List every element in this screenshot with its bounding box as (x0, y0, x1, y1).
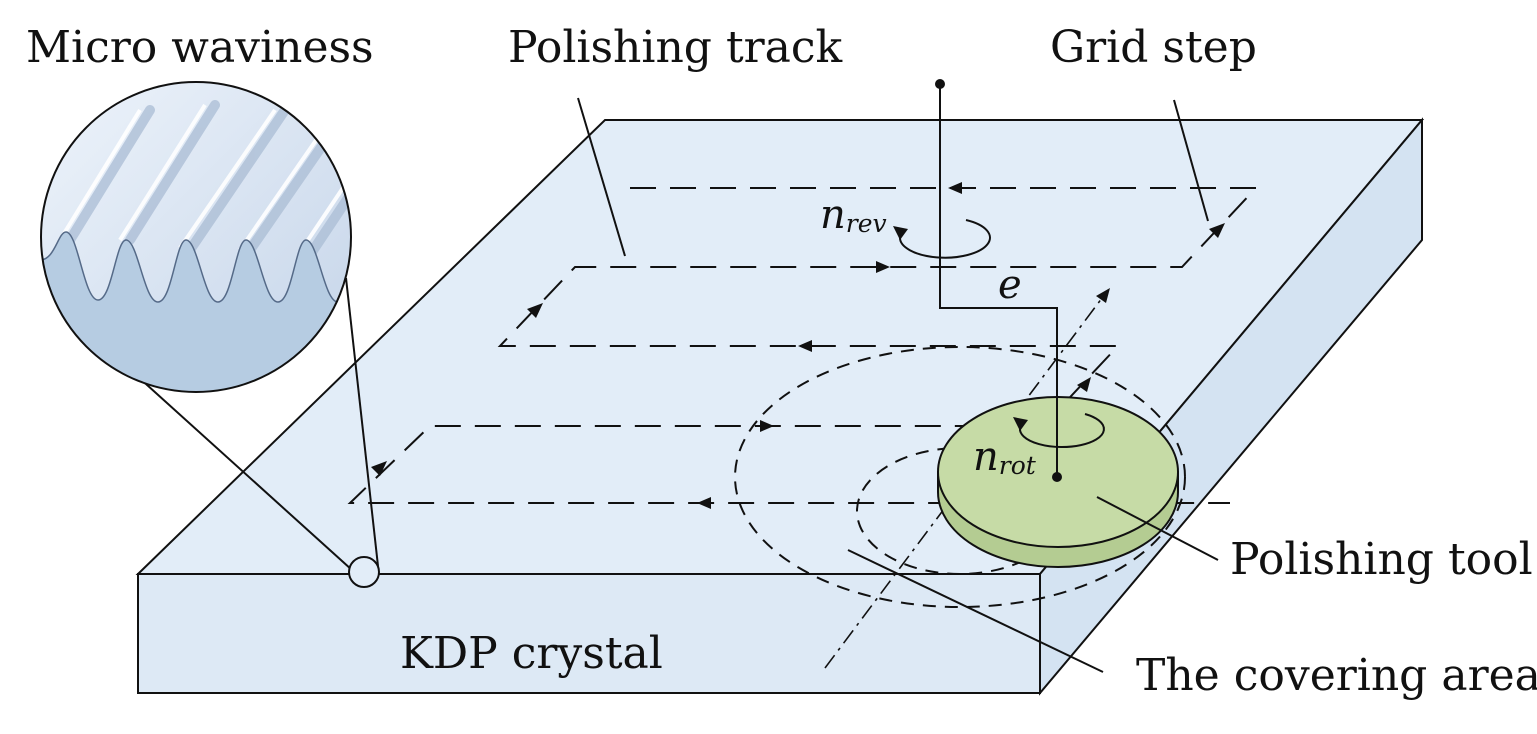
label-polishing-tool: Polishing tool (1230, 534, 1533, 585)
polishing-track-path (347, 182, 1259, 509)
symbol-eccentricity: e (998, 262, 1022, 308)
micro-waviness-zoom (40, 81, 380, 588)
label-covering-area: The covering area (1136, 650, 1537, 701)
label-grid-step: Grid step (1050, 22, 1257, 73)
label-micro-waviness: Micro waviness (26, 22, 374, 73)
leader-lines (577, 97, 1219, 673)
label-polishing-track: Polishing track (508, 22, 843, 73)
symbol-n-rev: nrev (820, 192, 887, 238)
motion-axis (824, 288, 1110, 669)
symbol-n-rot: nrot (973, 434, 1037, 480)
revolution-arrow-icon (893, 219, 991, 259)
rotation-arrow-icon (1013, 413, 1105, 449)
label-kdp-crystal: KDP crystal (400, 628, 663, 679)
zoom-origin-circle (348, 556, 380, 588)
spindle-arm (935, 79, 1062, 482)
